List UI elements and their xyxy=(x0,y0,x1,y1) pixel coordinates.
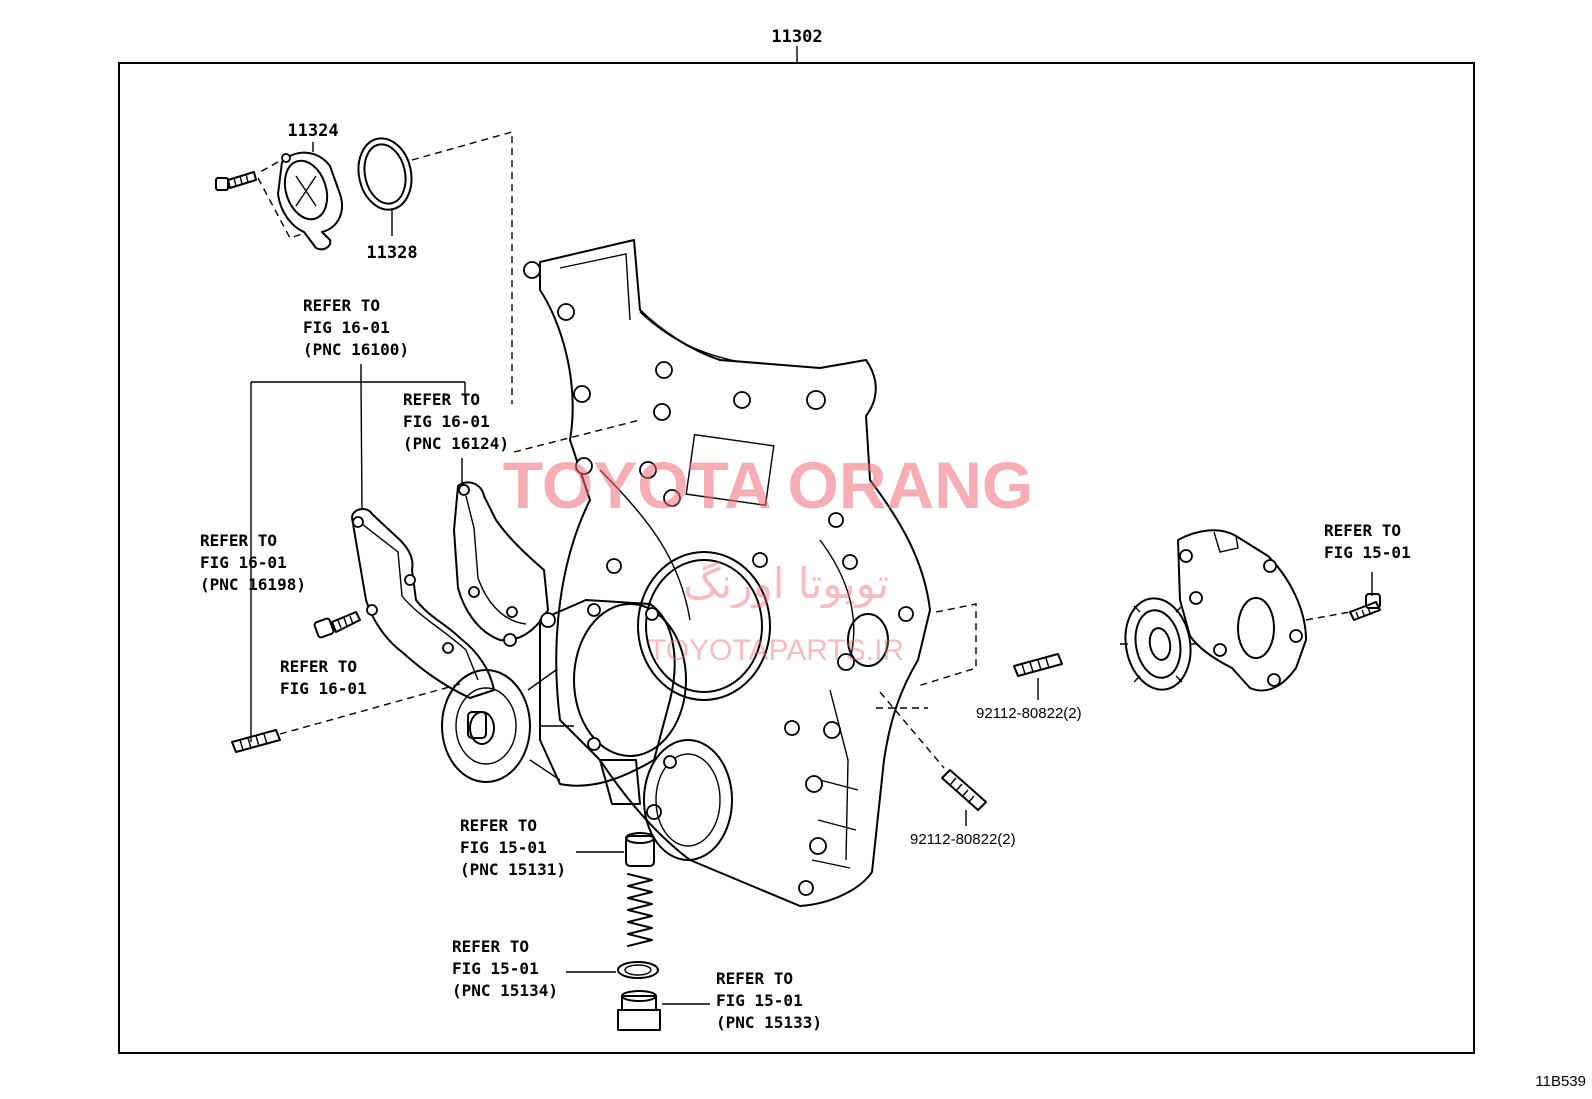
refer-16-bolt[interactable]: REFER TO FIG 16-01 xyxy=(280,657,367,698)
svg-text:REFER TO: REFER TO xyxy=(200,531,277,550)
relief-valve-spring[interactable] xyxy=(627,873,653,947)
svg-text:REFER TO: REFER TO xyxy=(452,937,529,956)
watermark-site: TOYOTAPARTS.IR xyxy=(648,634,904,667)
svg-text:REFER TO: REFER TO xyxy=(403,390,480,409)
stud-lower-right[interactable] xyxy=(941,769,987,811)
assembly-number[interactable]: 11302 xyxy=(771,27,822,47)
svg-text:(PNC 16100): (PNC 16100) xyxy=(303,340,409,359)
stud-left[interactable] xyxy=(231,729,281,753)
bolt-small-topleft[interactable] xyxy=(215,171,257,191)
timing-chain-cover[interactable] xyxy=(523,239,931,907)
svg-text:FIG 16-01: FIG 16-01 xyxy=(303,318,390,337)
refer-16124[interactable]: REFER TO FIG 16-01 (PNC 16124) xyxy=(403,390,509,453)
figure-code: 11B539 xyxy=(1535,1073,1586,1090)
svg-text:REFER TO: REFER TO xyxy=(280,657,357,676)
svg-text:REFER TO: REFER TO xyxy=(303,296,380,315)
svg-text:FIG 15-01: FIG 15-01 xyxy=(1324,543,1411,562)
svg-text:FIG 16-01: FIG 16-01 xyxy=(200,553,287,572)
svg-text:(PNC 15134): (PNC 15134) xyxy=(452,981,558,1000)
refer-15133[interactable]: REFER TO FIG 15-01 (PNC 15133) xyxy=(716,969,822,1032)
relief-valve-plug[interactable] xyxy=(617,990,661,1031)
gasket-inner[interactable] xyxy=(453,481,549,642)
svg-text:(PNC 15131): (PNC 15131) xyxy=(460,860,566,879)
gasket-ring[interactable] xyxy=(617,961,659,979)
watermark: TOYOTA ORANG تویوتا اورنگ TOYOTAPARTS.IR xyxy=(503,448,1033,667)
part-label-11324[interactable]: 11324 xyxy=(287,121,338,141)
refer-15134[interactable]: REFER TO FIG 15-01 (PNC 15134) xyxy=(452,937,558,1000)
refer-15131[interactable]: REFER TO FIG 15-01 (PNC 15131) xyxy=(460,816,566,879)
oil-pump-rotor[interactable] xyxy=(1118,593,1198,695)
bolt-oil-pump[interactable] xyxy=(1349,593,1381,621)
svg-text:FIG 16-01: FIG 16-01 xyxy=(403,412,490,431)
part-label-stud-upper[interactable]: 92112-80822(2) xyxy=(976,705,1082,722)
water-pump[interactable] xyxy=(441,599,733,861)
watermark-brand: TOYOTA ORANG xyxy=(503,448,1033,522)
relief-valve-plunger[interactable] xyxy=(625,832,655,867)
gasket-outer[interactable] xyxy=(351,508,495,699)
seal-retainer-11324[interactable] xyxy=(277,151,343,251)
svg-text:REFER TO: REFER TO xyxy=(716,969,793,988)
refer-16198[interactable]: REFER TO FIG 16-01 (PNC 16198) xyxy=(200,531,306,594)
oil-pump-body[interactable] xyxy=(1177,529,1307,692)
stud-upper-right[interactable] xyxy=(1013,653,1063,677)
refer-16100[interactable]: REFER TO FIG 16-01 (PNC 16100) xyxy=(303,296,409,359)
refer-15-bolt[interactable]: REFER TO FIG 15-01 xyxy=(1324,521,1411,562)
svg-text:FIG 15-01: FIG 15-01 xyxy=(452,959,539,978)
svg-text:FIG 15-01: FIG 15-01 xyxy=(716,991,803,1010)
svg-text:FIG 16-01: FIG 16-01 xyxy=(280,679,367,698)
bolt-flange[interactable] xyxy=(313,611,361,639)
svg-text:REFER TO: REFER TO xyxy=(460,816,537,835)
part-label-stud-lower[interactable]: 92112-80822(2) xyxy=(910,831,1016,848)
svg-text:(PNC 16124): (PNC 16124) xyxy=(403,434,509,453)
svg-text:REFER TO: REFER TO xyxy=(1324,521,1401,540)
svg-text:FIG 15-01: FIG 15-01 xyxy=(460,838,547,857)
svg-text:(PNC 15133): (PNC 15133) xyxy=(716,1013,822,1032)
part-label-11328[interactable]: 11328 xyxy=(366,243,417,263)
svg-text:(PNC 16198): (PNC 16198) xyxy=(200,575,306,594)
watermark-persian: تویوتا اورنگ xyxy=(683,559,889,608)
o-ring-11328[interactable] xyxy=(352,133,418,214)
